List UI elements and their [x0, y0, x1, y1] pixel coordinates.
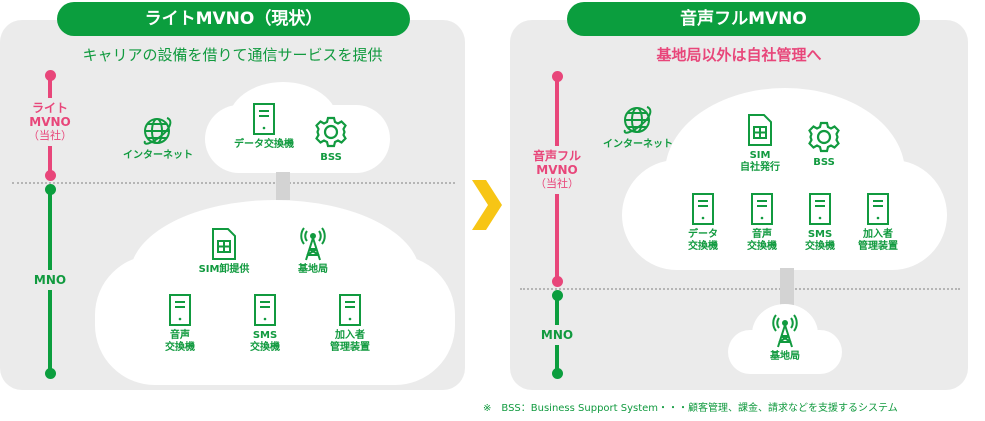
- globe-icon: [598, 102, 678, 136]
- antenna-tower-icon: [273, 227, 353, 261]
- left-connector: [276, 172, 290, 200]
- left-base-station: 基地局: [273, 227, 353, 276]
- gear-icon: [784, 120, 864, 154]
- left-mno-label: MNO: [25, 270, 75, 290]
- server-icon: [663, 192, 743, 226]
- left-mno-dot-bottom: [44, 367, 56, 379]
- right-internet: インターネット: [598, 102, 678, 151]
- sim-card-icon: [720, 113, 800, 147]
- sim-card-icon: [184, 227, 264, 261]
- left-mvno-dot-bottom: [44, 169, 56, 181]
- gear-icon: [291, 115, 371, 149]
- globe-icon: [118, 113, 198, 147]
- arrow-right-icon: [472, 180, 502, 230]
- left-internet: インターネット: [118, 113, 198, 162]
- left-data-exchange: データ交換機: [224, 102, 304, 151]
- right-mvno-dot-bottom: [551, 275, 563, 287]
- right-mvno-dot-top: [551, 70, 563, 82]
- left-subscriber: 加入者管理装置: [310, 293, 390, 354]
- right-connector: [780, 268, 794, 310]
- right-divider: [520, 288, 960, 290]
- right-mno-label: MNO: [532, 325, 582, 345]
- right-subtitle: 基地局以外は自社管理へ: [656, 46, 822, 64]
- left-subtitle: キャリアの設備を借りて通信サービスを提供: [82, 46, 383, 64]
- right-bss: BSS: [784, 120, 864, 169]
- right-mno-dot-top: [551, 289, 563, 301]
- left-mno-dot-top: [44, 183, 56, 195]
- server-icon: [224, 102, 304, 136]
- server-icon: [838, 192, 918, 226]
- server-icon: [780, 192, 860, 226]
- right-mvno-cloud-puff: [665, 88, 905, 258]
- left-divider: [12, 182, 455, 184]
- left-title: ライトMVNO（現状）: [57, 2, 410, 36]
- server-icon: [225, 293, 305, 327]
- right-base-station: 基地局: [745, 314, 825, 363]
- left-sim: SIM卸提供: [184, 227, 264, 276]
- server-icon: [140, 293, 220, 327]
- left-voice: 音声交換機: [140, 293, 220, 354]
- server-icon: [722, 192, 802, 226]
- right-voice: 音声交換機: [722, 192, 802, 253]
- footnote: ※ BSS：Business Support System・・・顧客管理、課金、…: [483, 403, 898, 414]
- left-mvno-dot-top: [44, 69, 56, 81]
- right-mno-dot-bottom: [551, 367, 563, 379]
- right-mno-cloud-puff: [752, 304, 818, 364]
- left-bss: BSS: [291, 115, 371, 164]
- antenna-tower-icon: [745, 314, 825, 348]
- right-subscriber: 加入者管理装置: [838, 192, 918, 253]
- server-icon: [310, 293, 390, 327]
- right-data-exchange: データ交換機: [663, 192, 743, 253]
- right-title: 音声フルMVNO: [567, 2, 920, 36]
